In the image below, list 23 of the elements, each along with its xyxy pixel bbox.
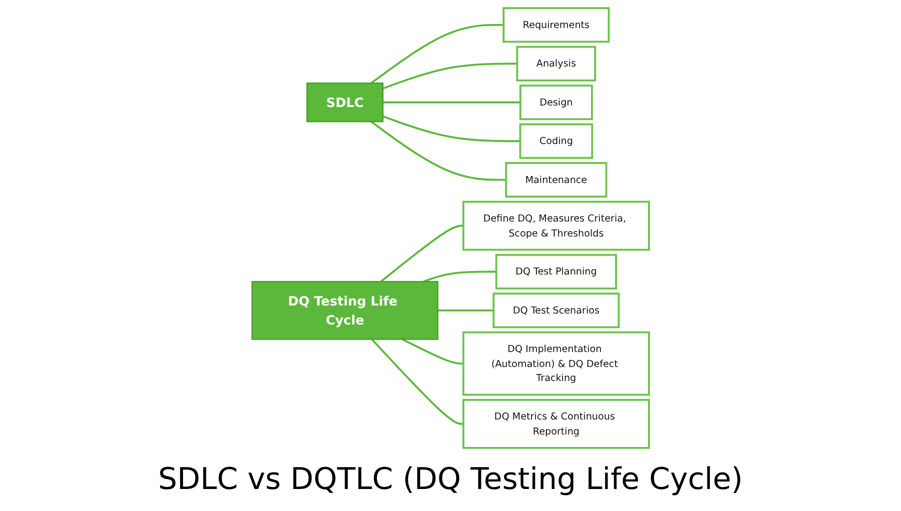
connector: [370, 338, 464, 424]
connector: [402, 338, 464, 364]
connector: [382, 100, 520, 103]
connector: [370, 120, 506, 180]
node-box: Define DQ, Measures Criteria, Scope & Thresholds: [462, 200, 650, 250]
connector: [423, 270, 496, 282]
node-box: Requirements: [502, 6, 610, 42]
connector: [380, 224, 464, 282]
connector: [382, 62, 518, 89]
node-box: DQ Test Planning: [495, 253, 617, 289]
node-box: Analysis: [516, 45, 596, 81]
node-box: Maintenance: [505, 162, 608, 198]
node-box: Coding: [519, 122, 594, 158]
node-box: Design: [519, 84, 593, 120]
connector: [382, 114, 520, 142]
node-box: DQ Metrics & Continuous Reporting: [462, 398, 650, 448]
connector: [438, 308, 494, 311]
node-box: SDLC: [306, 82, 384, 122]
node-box: DQ Implementation (Automation) & DQ Defect Tracking: [462, 330, 650, 396]
caption: SDLC vs DQTLC (DQ Testing Life Cycle): [158, 462, 743, 497]
node-box: DQ Test Scenarios: [492, 292, 620, 328]
connector: [370, 23, 504, 84]
node-box: DQ Testing Life Cycle: [251, 280, 438, 340]
